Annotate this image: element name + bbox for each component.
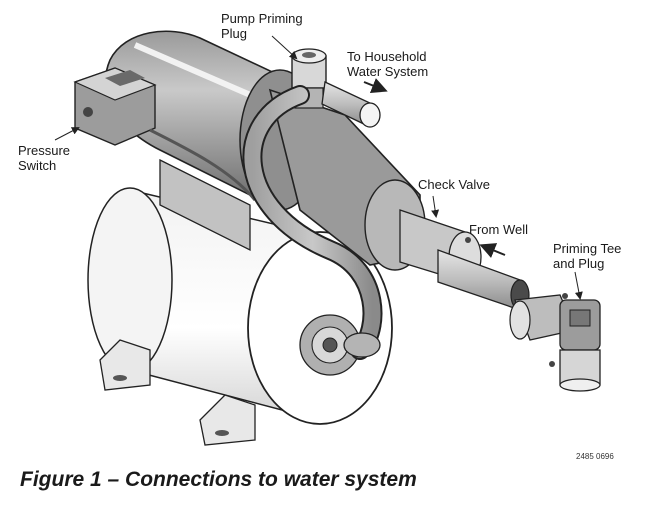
label-to-household: To Household Water System (347, 49, 428, 79)
label-pump-priming-plug: Pump Priming Plug (221, 11, 303, 41)
label-pump-priming-plug-line2: Plug (221, 26, 248, 41)
motor-bracket (159, 158, 251, 252)
label-pressure-switch: Pressure Switch (18, 143, 70, 173)
label-pump-priming-plug-line1: Pump Priming (221, 11, 303, 26)
figure-code: 2485 0696 (576, 452, 614, 461)
pressure-switch-box (73, 67, 257, 201)
tank-feet (99, 339, 256, 446)
discharge-pipe (321, 81, 381, 128)
label-pressure-switch-line1: Pressure (18, 143, 71, 158)
arrow-to-household (363, 78, 388, 93)
leader-priming-tee (574, 271, 583, 300)
label-to-household-line2: Water System (347, 64, 429, 79)
figure-caption: Figure 1 – Connections to water system (20, 468, 417, 491)
label-priming-tee-line1: Priming Tee (553, 241, 622, 256)
label-pressure-switch-line2: Switch (18, 158, 57, 173)
leader-pressure-switch (54, 127, 80, 141)
leader-pump-priming-plug (271, 35, 298, 60)
arrow-from-well (479, 243, 506, 258)
label-priming-tee-line2: and Plug (553, 256, 605, 271)
label-priming-tee: Priming Tee and Plug (553, 241, 621, 271)
priming-tee (509, 293, 601, 392)
label-check-valve: Check Valve (418, 177, 491, 192)
label-to-household-line1: To Household (347, 49, 427, 64)
leader-check-valve (431, 195, 440, 218)
label-from-well: From Well (469, 222, 528, 237)
